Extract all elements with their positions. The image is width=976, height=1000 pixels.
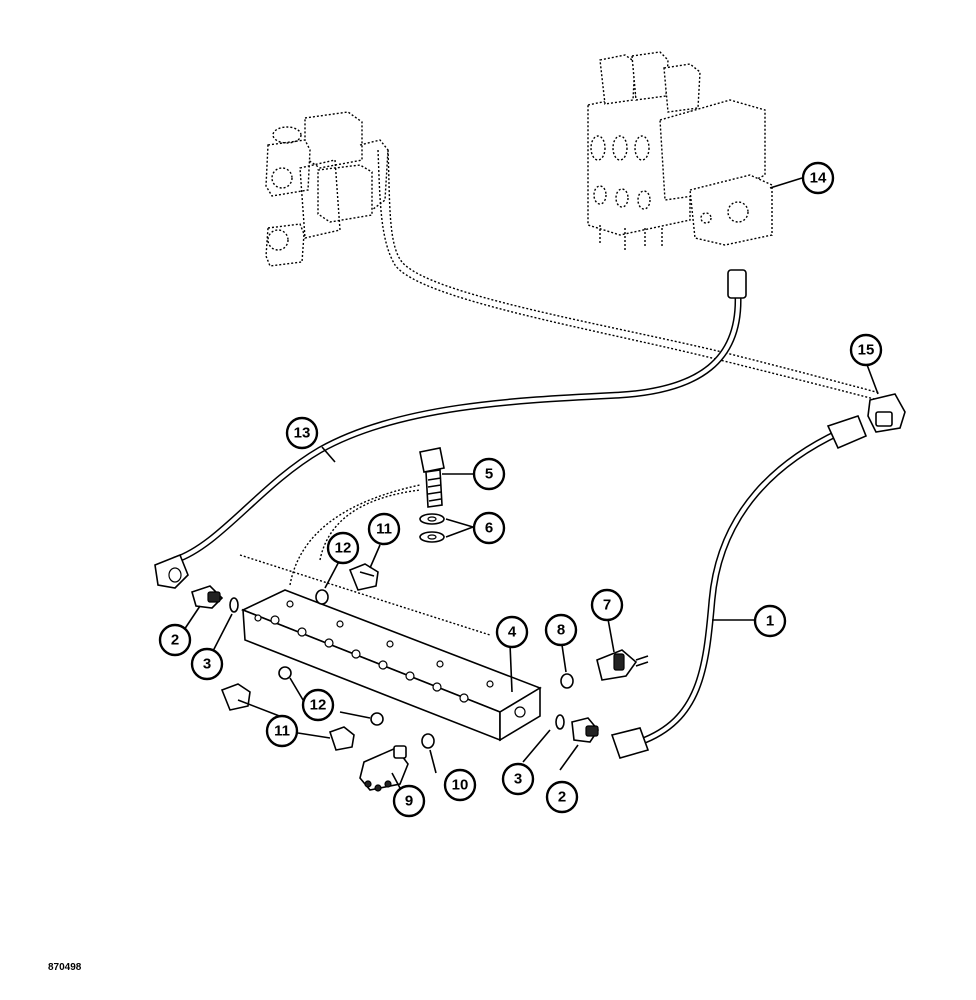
svg-text:6: 6 xyxy=(485,520,493,537)
callout-2-left: 2 xyxy=(158,623,192,657)
o-ring-12-top xyxy=(315,589,329,605)
svg-text:7: 7 xyxy=(603,597,611,614)
svg-text:3: 3 xyxy=(203,656,211,673)
svg-text:10: 10 xyxy=(452,777,469,794)
sender-unit-9 xyxy=(359,745,409,792)
o-ring-10 xyxy=(421,733,435,749)
svg-text:13: 13 xyxy=(294,425,311,442)
svg-text:14: 14 xyxy=(810,170,827,187)
fitting-2-right xyxy=(571,717,599,743)
callout-1: 1 xyxy=(753,604,787,638)
callout-12-top: 12 xyxy=(326,531,360,565)
svg-text:8: 8 xyxy=(557,622,565,639)
plug-11-top xyxy=(348,563,379,591)
callout-4: 4 xyxy=(495,615,529,649)
callout-2-right: 2 xyxy=(545,780,579,814)
svg-text:12: 12 xyxy=(335,540,352,557)
svg-text:2: 2 xyxy=(171,632,179,649)
svg-text:12: 12 xyxy=(310,697,327,714)
plug-11-bottom-a xyxy=(220,683,251,711)
figure-reference-code: 870498 xyxy=(48,962,82,973)
svg-text:11: 11 xyxy=(376,521,392,538)
dotted-hose-line-2 xyxy=(387,149,881,394)
svg-text:1: 1 xyxy=(766,613,774,630)
callout-9: 9 xyxy=(392,784,426,818)
callout-11-bottom: 11 xyxy=(265,714,299,748)
svg-text:4: 4 xyxy=(508,624,517,641)
upper-valve-assembly-dotted xyxy=(265,111,389,267)
callout-13: 13 xyxy=(285,416,319,450)
svg-text:5: 5 xyxy=(485,466,493,483)
fitting-2-left xyxy=(191,585,224,609)
manifold-dotted-outline xyxy=(239,484,491,636)
manifold-block-4 xyxy=(240,589,542,742)
o-ring-3-left xyxy=(229,597,239,613)
svg-text:2: 2 xyxy=(558,789,566,806)
callout-7: 7 xyxy=(590,588,624,622)
svg-text:11: 11 xyxy=(274,723,290,740)
svg-text:3: 3 xyxy=(514,771,522,788)
callout-6: 6 xyxy=(472,511,506,545)
hose-1 xyxy=(610,415,868,759)
pressure-switch-7 xyxy=(596,649,649,681)
bolt-5 xyxy=(419,447,445,508)
callout-12-bottom: 12 xyxy=(301,688,335,722)
svg-text:15: 15 xyxy=(858,342,875,359)
elbow-fitting-15 xyxy=(867,393,906,433)
control-valve-assembly-dotted xyxy=(587,51,773,250)
callout-3-right: 3 xyxy=(501,762,535,796)
callout-15: 15 xyxy=(849,333,883,367)
callout-10: 10 xyxy=(443,768,477,802)
hose-13 xyxy=(154,269,747,589)
o-ring-3-right xyxy=(555,714,565,730)
svg-text:9: 9 xyxy=(405,793,413,810)
callout-11-top: 11 xyxy=(367,512,401,546)
callout-5: 5 xyxy=(472,457,506,491)
callout-14: 14 xyxy=(801,161,835,195)
o-ring-12-bottom-a xyxy=(278,666,292,680)
washers-6 xyxy=(419,513,445,543)
callout-3-left: 3 xyxy=(190,647,224,681)
plug-11-bottom-b xyxy=(328,726,355,751)
leader-lines xyxy=(183,177,879,789)
o-ring-12-bottom-b xyxy=(370,712,384,726)
callout-8: 8 xyxy=(544,613,578,647)
o-ring-8 xyxy=(560,673,574,689)
